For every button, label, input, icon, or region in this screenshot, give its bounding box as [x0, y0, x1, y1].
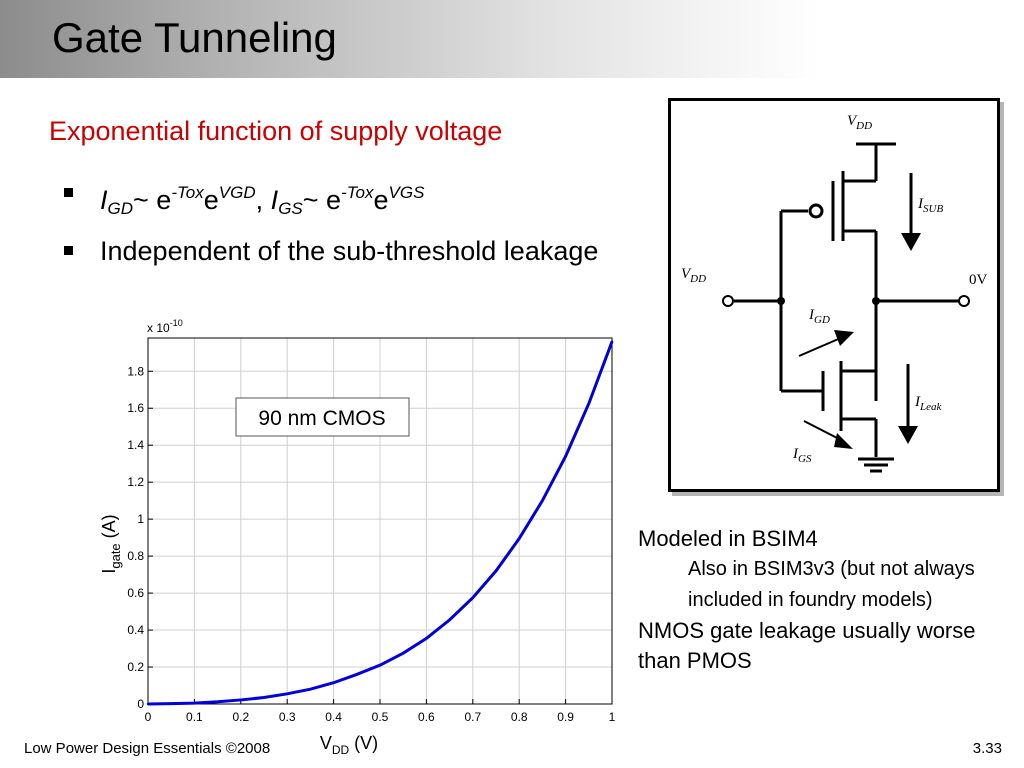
y-tick-label-3: 0.6: [127, 586, 144, 600]
x-tick-label-9: 0.9: [557, 710, 574, 724]
data-point-14: [471, 596, 474, 599]
x-axis-label: VDD (V): [320, 733, 378, 757]
data-point-2: [193, 701, 196, 705]
data-point-7: [309, 688, 312, 691]
y-tick-label-8: 1.6: [127, 401, 144, 415]
data-point-8: [332, 681, 335, 684]
pmos-gate-bubble: [808, 203, 824, 219]
data-point-12: [425, 637, 428, 640]
note-nmos: NMOS gate leakage usually worse than PMO…: [638, 618, 976, 673]
bullet-list: IGD~ e-ToxeVGD, IGS~ e-ToxeVGS Independe…: [60, 175, 630, 275]
note-bsim4: Modeled in BSIM4: [638, 526, 818, 551]
input-node-dot: [777, 297, 785, 305]
x-tick-label-8: 0.8: [511, 710, 528, 724]
formula-e1: e: [203, 185, 219, 215]
data-point-5: [262, 696, 266, 699]
output-terminal: [958, 295, 970, 307]
data-point-18: [564, 455, 567, 458]
footer-copyright: Low Power Design Essentials ©2008: [24, 740, 271, 757]
formula-igs-sub: GS: [278, 199, 303, 218]
chart-points: [146, 340, 614, 706]
data-point-3: [216, 700, 219, 703]
y-tick-label-0: 0: [137, 697, 144, 711]
notes-block: Modeled in BSIM4 Also in BSIM3v3 (but no…: [638, 524, 1018, 676]
y-multiplier: x 10-10: [147, 318, 183, 335]
bullet-independent: Independent of the sub-threshold leakage: [60, 233, 630, 269]
x-tick-label-6: 0.6: [418, 710, 435, 724]
slide-title: Gate Tunneling: [52, 14, 337, 61]
vdd-input-label: VDD: [681, 266, 706, 285]
y-tick-label-2: 0.4: [127, 623, 144, 637]
y-tick-label-7: 1.4: [127, 438, 144, 452]
formula-tilde2: ~ e: [302, 185, 342, 215]
title-bar: [0, 0, 1024, 78]
y-tick-label-5: 1: [137, 512, 144, 526]
y-tick-label-6: 1.2: [127, 475, 144, 489]
data-point-11: [402, 651, 405, 655]
data-point-16: [518, 537, 521, 540]
x-tick-label-5: 0.5: [372, 710, 389, 724]
igs-label: IGS: [792, 446, 812, 465]
slide-subtitle: Exponential function of supply voltage: [49, 116, 503, 146]
formula-tilde1: ~ e: [133, 185, 172, 215]
y-tick-label-4: 0.8: [127, 549, 144, 563]
x-tick-label-10: 1: [609, 710, 616, 724]
annotation-label: 90 nm CMOS: [258, 407, 385, 430]
formula-e2: e: [373, 185, 389, 215]
output-node-dot: [872, 297, 880, 305]
vdd-top-label: VDD: [847, 113, 872, 132]
formula-exp1a: -Tox: [171, 183, 204, 202]
output-voltage-label: 0V: [969, 272, 988, 288]
data-point-0: [146, 702, 150, 706]
data-point-20: [610, 340, 614, 343]
circuit-schematic: VDD VDD 0V ISUB IGD ILeak IGS: [681, 113, 988, 473]
formula-igd-sub: GD: [107, 199, 134, 218]
isub-label: ISUB: [917, 196, 943, 215]
x-tick-label-0: 0: [145, 710, 152, 724]
x-tick-label-3: 0.3: [279, 710, 296, 724]
formula-comma: ,: [255, 185, 264, 215]
circuit-diagram: VDD VDD 0V ISUB IGD ILeak IGS: [668, 98, 1000, 492]
chart-ticks: 0 0.1 0.2 0.3 0.4 0.5 0.6 0.7 0.8 0.9 1 0 0.2 0.4 0.6 0…: [127, 364, 615, 724]
data-point-17: [541, 499, 544, 502]
data-point-4: [239, 698, 242, 702]
circuit-wires: [734, 142, 958, 457]
x-tick-label-7: 0.7: [464, 710, 481, 724]
data-point-15: [494, 569, 498, 573]
input-terminal: [722, 295, 734, 307]
formula-igd: I: [100, 185, 108, 215]
bullet-formula: IGD~ e-ToxeVGD, IGS~ e-ToxeVGS: [60, 175, 630, 227]
y-tick-label-9: 1.8: [127, 364, 144, 378]
ileak-arrow-icon: [898, 364, 918, 444]
x-tick-label-4: 0.4: [325, 710, 342, 724]
bullet-square-icon: [64, 246, 73, 255]
x-tick-label-2: 0.2: [232, 710, 249, 724]
x-tick-label-1: 0.1: [186, 710, 203, 724]
igd-label: IGD: [808, 307, 830, 326]
data-point-19: [587, 402, 590, 405]
formula-exp2b: VGS: [388, 183, 425, 202]
data-point-10: [378, 663, 382, 667]
chart-grid: [147, 338, 613, 705]
slide-number: 3.33: [972, 740, 1002, 757]
data-point-13: [448, 618, 451, 622]
bullet-independent-text: Independent of the sub-threshold leakage: [100, 236, 599, 266]
bullet-square-icon: [64, 188, 73, 197]
gate-current-chart: 0 0.1 0.2 0.3 0.4 0.5 0.6 0.7 0.8 0.9 1 0 0.2 0.4 0.6 0…: [99, 318, 616, 757]
y-tick-label-1: 0.2: [127, 660, 144, 674]
igd-arrow-icon: [798, 330, 854, 357]
note-bsim3: Also in BSIM3v3 (but not always included…: [688, 558, 975, 611]
data-point-9: [355, 673, 358, 676]
formula-exp1b: VGD: [218, 183, 256, 202]
formula-exp2a: -Tox: [341, 183, 374, 202]
data-point-1: [170, 702, 173, 705]
y-axis-label: Igate (A): [99, 514, 123, 573]
data-point-6: [286, 692, 289, 696]
annotation-box: [235, 397, 410, 437]
ground-icon: [858, 457, 894, 473]
formula-igs: I: [270, 185, 279, 215]
igs-arrow-icon: [803, 420, 853, 449]
ileak-label: ILeak: [914, 394, 943, 413]
isub-arrow-icon: [901, 173, 921, 251]
